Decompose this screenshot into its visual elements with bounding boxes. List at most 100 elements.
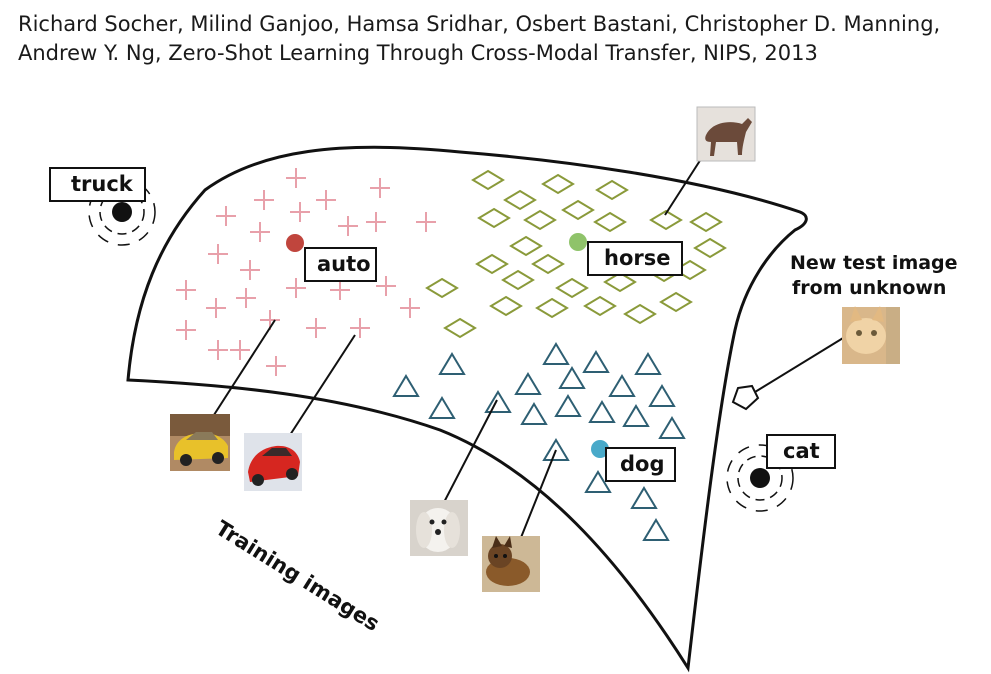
dog-label: dog — [620, 452, 665, 476]
horse-diamond-marker — [593, 211, 627, 233]
dog-triangle-marker — [642, 518, 670, 541]
new-test-image-point — [731, 384, 760, 411]
dog-class-markers — [392, 342, 686, 541]
semantic-manifold — [126, 145, 808, 673]
horse-diamond-marker — [595, 179, 629, 201]
auto-plus-marker — [316, 190, 336, 210]
dog-triangle-marker — [514, 372, 542, 395]
auto-plus-marker — [400, 298, 420, 318]
auto-image-connector-2 — [289, 334, 356, 436]
horse-diamond-marker — [659, 291, 693, 313]
dog-triangle-marker — [648, 384, 676, 407]
auto-plus-marker — [236, 288, 256, 308]
auto-plus-marker — [286, 278, 306, 298]
horse-label-box: horse — [587, 241, 683, 276]
auto-plus-marker — [254, 190, 274, 210]
brown-dog-thumbnail — [482, 536, 540, 592]
dog-triangle-marker — [584, 470, 612, 493]
dog-triangle-marker — [438, 352, 466, 375]
horse-diamond-marker — [509, 235, 543, 257]
auto-plus-marker — [338, 216, 358, 236]
dog-triangle-marker — [622, 404, 650, 427]
new-test-image-line1: New test image — [790, 252, 958, 274]
horse-diamond-marker — [689, 211, 723, 233]
dog-image-connector-1 — [439, 399, 498, 511]
auto-plus-marker — [290, 202, 310, 222]
dog-triangle-marker — [608, 374, 636, 397]
truck-label-box: truck — [49, 167, 146, 202]
dog-triangle-marker — [554, 394, 582, 417]
auto-plus-marker — [330, 280, 350, 300]
auto-plus-marker — [416, 212, 436, 232]
auto-plus-marker — [370, 178, 390, 198]
horse-diamond-marker — [649, 209, 683, 231]
auto-plus-marker — [366, 212, 386, 232]
auto-label: auto — [317, 252, 371, 276]
auto-class-markers — [176, 168, 436, 376]
dog-triangle-marker — [542, 342, 570, 365]
auto-plus-marker — [376, 276, 396, 296]
dog-class-point — [591, 440, 609, 458]
horse-diamond-marker — [603, 271, 637, 293]
horse-diamond-marker — [475, 253, 509, 275]
horse-label: horse — [604, 246, 670, 270]
dog-triangle-marker — [520, 402, 548, 425]
dog-triangle-marker — [658, 416, 686, 439]
dog-label-box: dog — [605, 447, 676, 482]
dog-triangle-marker — [542, 438, 570, 461]
horse-thumbnail — [696, 106, 756, 162]
white-dog-thumbnail — [410, 500, 468, 556]
dog-triangle-marker — [428, 396, 456, 419]
horse-diamond-marker — [623, 303, 657, 325]
horse-diamond-marker — [523, 209, 557, 231]
auto-plus-marker — [176, 320, 196, 340]
horse-diamond-marker — [443, 317, 477, 339]
auto-label-box: auto — [304, 247, 377, 282]
auto-plus-marker — [250, 222, 270, 242]
auto-plus-marker — [306, 318, 326, 338]
cat-class-point — [726, 444, 794, 512]
auto-plus-marker — [176, 280, 196, 300]
cat-label: cat — [783, 439, 820, 463]
auto-plus-marker — [208, 244, 228, 264]
horse-diamond-marker — [503, 189, 537, 211]
auto-plus-marker — [216, 206, 236, 226]
horse-diamond-marker — [561, 199, 595, 221]
dog-triangle-marker — [588, 400, 616, 423]
dog-triangle-marker — [634, 352, 662, 375]
citation-text: Richard Socher, Milind Ganjoo, Hamsa Sri… — [18, 12, 941, 65]
horse-diamond-marker — [489, 295, 523, 317]
horse-diamond-marker — [583, 295, 617, 317]
horse-diamond-marker — [555, 277, 589, 299]
dog-triangle-marker — [630, 486, 658, 509]
horse-diamond-marker — [501, 269, 535, 291]
red-car-thumbnail — [244, 433, 302, 491]
horse-diamond-marker — [477, 207, 511, 229]
horse-diamond-marker — [425, 277, 459, 299]
training-images-caption: Training images — [211, 516, 383, 636]
dog-image-connector-2 — [519, 449, 557, 541]
horse-diamond-marker — [693, 237, 727, 259]
cat-image-connector — [754, 334, 849, 393]
dog-triangle-marker — [558, 366, 586, 389]
auto-plus-marker — [240, 260, 260, 280]
auto-plus-marker — [350, 318, 370, 338]
truck-label: truck — [71, 172, 134, 196]
horse-diamond-marker — [535, 297, 569, 319]
yellow-car-thumbnail — [170, 414, 230, 471]
auto-plus-marker — [206, 298, 226, 318]
dog-triangle-marker — [392, 374, 420, 397]
auto-class-point — [286, 234, 304, 252]
horse-diamond-marker — [531, 253, 565, 275]
horse-class-markers — [425, 169, 727, 339]
auto-plus-marker — [208, 340, 228, 360]
auto-plus-marker — [230, 340, 250, 360]
horse-class-point — [569, 233, 587, 251]
auto-plus-marker — [266, 356, 286, 376]
dog-triangle-marker — [484, 390, 512, 413]
cat-label-box: cat — [766, 434, 836, 469]
cat-thumbnail — [842, 306, 900, 364]
dog-triangle-marker — [582, 350, 610, 373]
auto-image-connector-1 — [211, 319, 276, 419]
